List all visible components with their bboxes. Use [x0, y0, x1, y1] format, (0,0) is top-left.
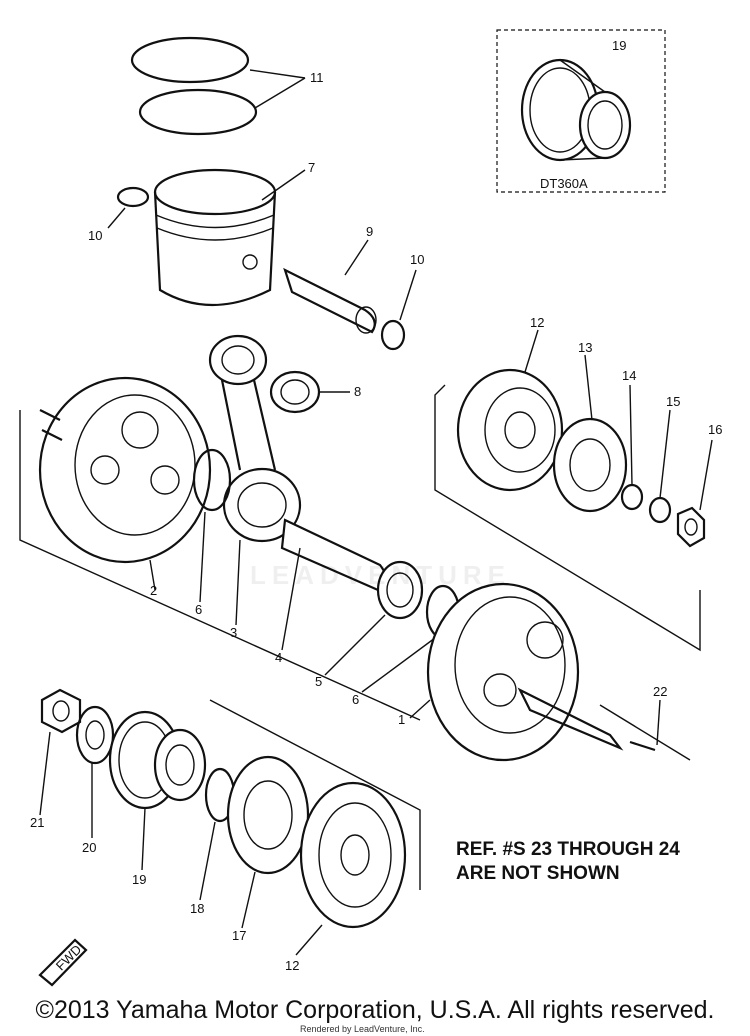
callout-9: 9 — [366, 224, 373, 239]
needle-bearing-big-end — [324, 560, 424, 676]
rendered-by-text: Rendered by LeadVenture, Inc. — [300, 1024, 425, 1034]
piston-rings — [130, 36, 306, 136]
circlip-right — [380, 319, 406, 351]
callout-22: 22 — [653, 684, 667, 699]
shim-left — [192, 448, 232, 512]
callout-18: 18 — [190, 901, 204, 916]
watermark: LEADVENTURE — [250, 560, 512, 590]
inset-gear-19 — [520, 58, 632, 162]
circlip-left — [116, 186, 150, 208]
oil-seal-right — [552, 354, 628, 513]
callout-10-right: 10 — [410, 252, 424, 267]
bearing-right — [456, 329, 564, 492]
callout-20: 20 — [82, 840, 96, 855]
callout-21: 21 — [30, 815, 44, 830]
callout-13: 13 — [578, 340, 592, 355]
callout-19-inset: 19 — [612, 38, 626, 53]
callout-4: 4 — [275, 650, 282, 665]
washer-14 — [620, 483, 644, 511]
crank-wheel-right — [409, 582, 624, 762]
callout-labels: 11 7 10 9 10 19 8 2 6 3 4 5 6 1 12 13 14… — [30, 38, 722, 973]
spring-washer-15 — [648, 496, 672, 524]
callout-10-left: 10 — [88, 228, 102, 243]
callout-6-right: 6 — [352, 692, 359, 707]
copyright-text: ©2013 Yamaha Motor Corporation, U.S.A. A… — [35, 996, 715, 1024]
callout-5: 5 — [315, 674, 322, 689]
nut-21 — [39, 688, 82, 816]
callout-2: 2 — [150, 583, 157, 598]
inset-label: DT360A — [540, 176, 588, 191]
callout-12-left: 12 — [285, 958, 299, 973]
callout-11: 11 — [310, 70, 324, 85]
oil-seal-left — [226, 755, 310, 929]
washer-20 — [75, 705, 115, 838]
piston — [153, 168, 306, 306]
inset-dt360a: DT360A — [496, 29, 666, 193]
callout-7: 7 — [308, 160, 315, 175]
primary-drive-gear — [108, 710, 207, 871]
crank-wheel-left — [38, 376, 212, 591]
callout-14: 14 — [622, 368, 636, 383]
note-line-2: ARE NOT SHOWN — [456, 863, 620, 884]
callout-3: 3 — [230, 625, 237, 640]
callout-1: 1 — [398, 712, 405, 727]
woodruff-key — [629, 740, 656, 752]
needle-bearing-small-end — [269, 370, 350, 414]
callout-19: 19 — [132, 872, 146, 887]
callout-6-left: 6 — [195, 602, 202, 617]
callout-15: 15 — [666, 394, 680, 409]
callout-17: 17 — [232, 928, 246, 943]
callout-12-right: 12 — [530, 315, 544, 330]
fwd-arrow-icon: FWD — [38, 938, 88, 987]
note-line-1: REF. #S 23 THROUGH 24 — [456, 839, 680, 860]
reference-note: REF. #S 23 THROUGH 24 ARE NOT SHOWN — [456, 838, 716, 886]
bearing-left — [295, 781, 407, 956]
callout-16: 16 — [708, 422, 722, 437]
connecting-rod — [208, 334, 302, 626]
callout-8: 8 — [354, 384, 361, 399]
nut-16 — [676, 439, 713, 548]
piston-pin — [283, 239, 377, 334]
